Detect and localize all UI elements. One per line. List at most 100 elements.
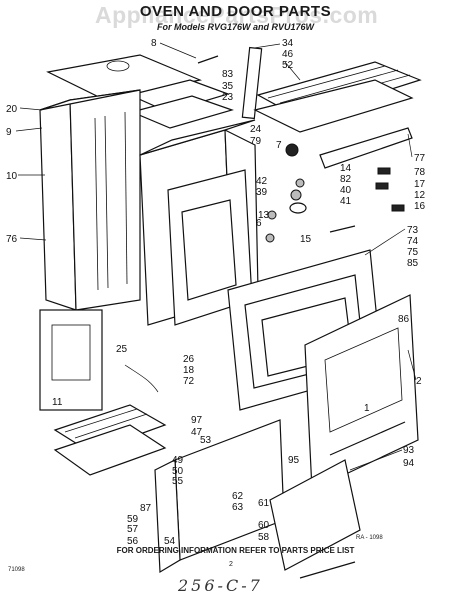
part-label-83: 83 xyxy=(222,69,234,80)
broiler-pan xyxy=(253,79,414,133)
control-trim-strip xyxy=(319,127,413,169)
top-panel-rod xyxy=(197,55,219,64)
part-label-14: 14 xyxy=(340,163,352,174)
part-label-24: 24 xyxy=(250,124,262,135)
part-label-25: 25 xyxy=(116,344,128,355)
broiler-rack-wire-b xyxy=(74,413,148,439)
broiler-rack-wire-a xyxy=(64,408,138,433)
part-label-75: 75 xyxy=(407,247,419,258)
part-label-18: 18 xyxy=(183,365,195,376)
oven-liner-top xyxy=(139,119,256,156)
inset-detail-part xyxy=(51,324,91,381)
part-label-7: 7 xyxy=(276,140,282,151)
part-label-79: 79 xyxy=(250,136,262,147)
leader-8 xyxy=(159,42,197,59)
part-label-74: 74 xyxy=(407,236,419,247)
part-label-59: 59 xyxy=(127,514,139,525)
insulation-pad-lower xyxy=(130,95,234,129)
part-label-76: 76 xyxy=(6,234,18,245)
diagram-subtitle: For Models RVG176W and RVU176W xyxy=(156,22,315,32)
part-label-55: 55 xyxy=(172,476,184,487)
rack-wire-a xyxy=(267,65,386,99)
part-label-97: 97 xyxy=(191,415,203,426)
page-number: 2 xyxy=(229,561,233,568)
part-label-15: 15 xyxy=(300,234,312,245)
body-rib-2 xyxy=(104,115,109,289)
leader-76 xyxy=(19,237,47,241)
part-label-63: 63 xyxy=(232,502,244,513)
part-label-10: 10 xyxy=(6,171,18,182)
socket-part-40 xyxy=(289,202,307,214)
part-label-26: 26 xyxy=(183,354,195,365)
part-label-1: 1 xyxy=(364,403,370,414)
part-label-20: 20 xyxy=(6,104,18,115)
part-label-12: 12 xyxy=(414,190,426,201)
part-label-17: 17 xyxy=(414,179,426,190)
part-label-35: 35 xyxy=(222,81,234,92)
leader-93 xyxy=(349,449,403,471)
body-rib-1 xyxy=(94,117,99,291)
knob-part-6 xyxy=(265,233,275,243)
part-label-87: 87 xyxy=(140,503,152,514)
part-label-54: 54 xyxy=(164,536,176,547)
part-label-78: 78 xyxy=(414,167,426,178)
part-label-57: 57 xyxy=(127,524,139,535)
drawer-side xyxy=(154,459,181,574)
part-label-9: 9 xyxy=(6,127,12,138)
knob-part-42 xyxy=(295,178,305,188)
part-label-52: 52 xyxy=(282,60,294,71)
part-label-41: 41 xyxy=(340,196,352,207)
inset-detail-box xyxy=(39,309,103,411)
part-label-13: 13 xyxy=(258,210,270,221)
part-label-39: 39 xyxy=(256,187,268,198)
vent-hole xyxy=(106,60,130,72)
part-label-62: 62 xyxy=(232,491,244,502)
part-label-60: 60 xyxy=(258,520,270,531)
part-label-11: 11 xyxy=(52,397,63,408)
door-handle xyxy=(329,421,406,456)
oven-top-panel xyxy=(46,54,203,101)
outer-door-panel xyxy=(304,294,419,491)
knob-part-7 xyxy=(285,143,299,157)
part-label-8: 8 xyxy=(151,38,157,49)
inner-door-window xyxy=(181,199,237,301)
figure-id: RA - 1098 xyxy=(356,535,383,541)
part-label-56: 56 xyxy=(127,536,139,547)
part-label-61: 61 xyxy=(258,498,270,509)
inset-wire xyxy=(124,364,159,393)
ordering-instruction: FOR ORDERING INFORMATION REFER TO PARTS … xyxy=(116,546,355,555)
part-label-82: 82 xyxy=(340,174,352,185)
part-label-49: 49 xyxy=(172,455,184,466)
part-label-46: 46 xyxy=(282,49,294,60)
part-label-34: 34 xyxy=(282,38,294,49)
part-label-73: 73 xyxy=(407,225,419,236)
clip-part-17 xyxy=(375,182,389,190)
corner-code: 71098 xyxy=(8,567,25,573)
leader-52 xyxy=(284,61,301,81)
part-label-53: 53 xyxy=(200,435,212,446)
oven-body-top-flange xyxy=(39,89,141,111)
part-label-95: 95 xyxy=(288,455,300,466)
part-label-85: 85 xyxy=(407,258,419,269)
broiler-tray xyxy=(53,424,167,476)
part-label-47: 47 xyxy=(191,427,203,438)
part-label-6: 6 xyxy=(256,218,262,229)
leader-2 xyxy=(407,349,417,381)
leader-73 xyxy=(364,228,406,256)
part-label-42: 42 xyxy=(256,176,268,187)
vent-duct xyxy=(241,46,263,120)
part-label-58: 58 xyxy=(258,532,270,543)
part-label-23: 23 xyxy=(222,92,234,103)
handwritten-note: 256-C-7 xyxy=(178,576,263,595)
part-label-93: 93 xyxy=(403,445,415,456)
leader-34 xyxy=(253,43,281,49)
clip-part-16 xyxy=(391,204,405,212)
outer-door-window xyxy=(324,327,403,433)
part-label-94: 94 xyxy=(403,458,415,469)
leader-20 xyxy=(19,107,43,111)
part-label-86: 86 xyxy=(398,314,410,325)
cable-part-15 xyxy=(329,225,356,233)
